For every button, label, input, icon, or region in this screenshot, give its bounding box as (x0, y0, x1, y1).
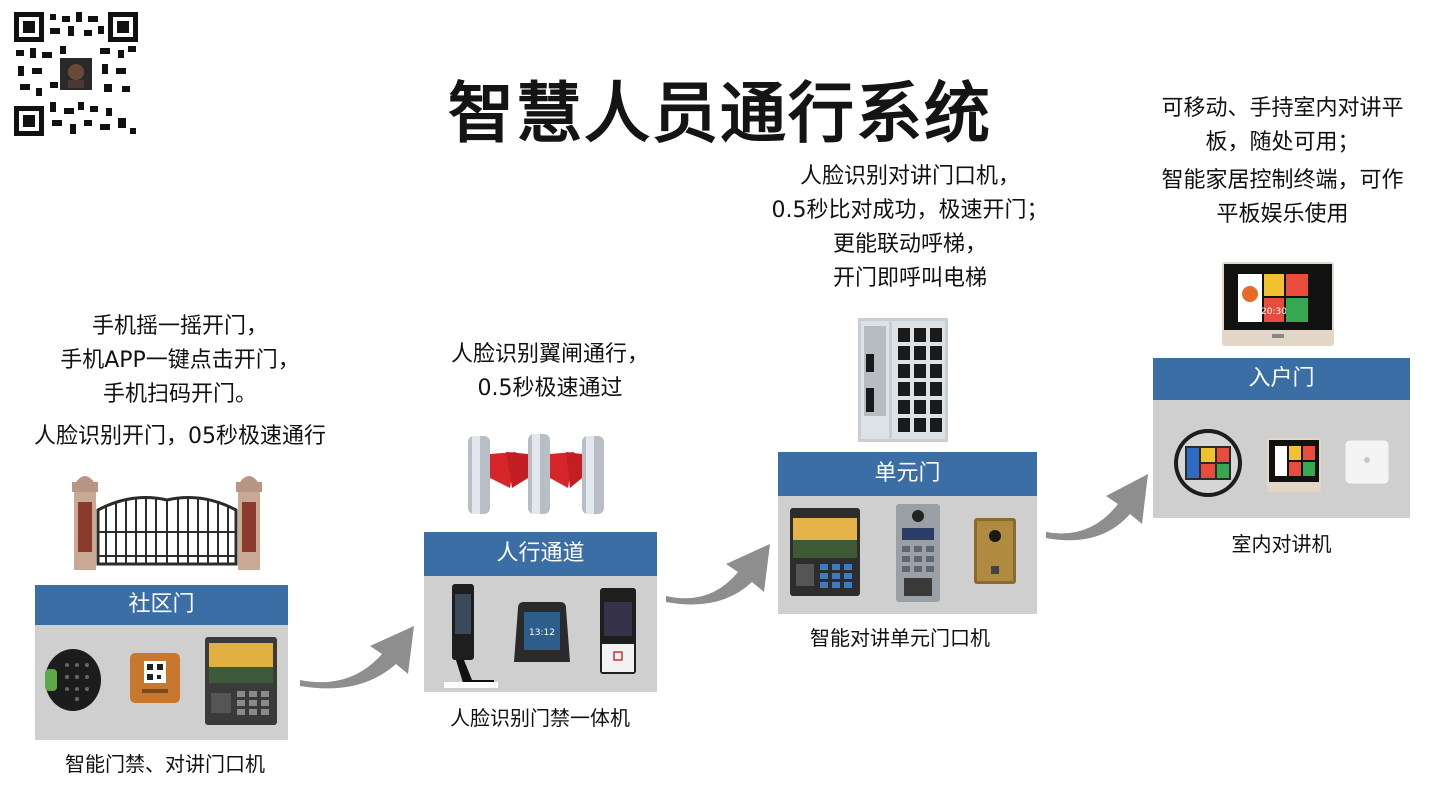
stage1-description: 手机摇一摇开门， 手机APP一键点击开门， 手机扫码开门。 人脸识别开门，05秒… (10, 310, 350, 454)
stage1-desc-line: 手机APP一键点击开门， (60, 348, 300, 373)
stage4-description: 可移动、手持室内对讲平 板，随处可用； 智能家居控制终端，可作 平板娱乐使用 (1130, 92, 1435, 232)
page-title: 智慧人员通行系统 (448, 75, 992, 152)
stage2-devices: 13:12 (424, 576, 657, 692)
stage2-desc-line: 0.5秒极速通过 (477, 376, 623, 401)
stage4-panel: 入户门 (1153, 358, 1410, 518)
stage1-desc-line: 人脸识别开门，05秒极速通行 (34, 424, 326, 449)
stage3-desc-line: 人脸识别对讲门口机， (799, 164, 1020, 189)
unit-keypad-intercom (896, 504, 940, 602)
stage1-caption: 智能门禁、对讲门口机 (65, 752, 265, 776)
stage1-devices (35, 625, 288, 740)
stage3-desc-line: 开门即呼叫电梯 (832, 266, 987, 291)
stage3-desc-line: 0.5秒比对成功，极速开门； (771, 198, 1049, 223)
fingerprint-lock-device (41, 647, 101, 713)
face-recognition-pillar (444, 584, 500, 688)
stage1-desc-line: 手机扫码开门。 (102, 382, 257, 407)
stage2-caption: 人脸识别门禁一体机 (450, 706, 630, 730)
face-access-panel (600, 588, 636, 674)
stage2-panel: 人行通道 13:12 (424, 532, 657, 692)
flow-arrow (664, 540, 776, 606)
flow-arrow (298, 620, 420, 690)
qr-reader-device (130, 653, 180, 703)
stage4-caption: 室内对讲机 (1231, 532, 1332, 556)
stage3-header: 单元门 (778, 452, 1037, 496)
unit-door-image (858, 318, 948, 442)
stage2-header: 人行通道 (424, 532, 657, 576)
qr-code (14, 12, 138, 136)
face-terminal-tablet: 13:12 (514, 600, 570, 666)
stage4-desc-line: 平板娱乐使用 (1216, 202, 1349, 227)
unit-small-intercom (974, 518, 1016, 584)
stage3-devices (778, 496, 1037, 614)
square-indoor-monitor (1267, 438, 1321, 492)
stage4-desc-line: 板，随处可用； (1205, 130, 1360, 155)
stage4-desc-line: 可移动、手持室内对讲平 (1161, 96, 1404, 121)
stage4-devices (1153, 400, 1410, 518)
flap-barrier-image (462, 432, 612, 516)
tablet-time: 20:30 (1261, 307, 1287, 317)
round-indoor-monitor (1173, 428, 1243, 498)
stage3-desc-line: 更能联动呼梯， (832, 232, 987, 257)
flow-arrow (1044, 470, 1152, 542)
community-gate-image (72, 470, 262, 572)
video-intercom-panel (205, 637, 277, 725)
stage4-desc-line: 智能家居控制终端，可作 (1161, 168, 1404, 193)
unit-video-intercom (790, 508, 860, 596)
indoor-tablet-image: 20:30 (1222, 262, 1334, 346)
stage1-desc-line: 手机摇一摇开门， (91, 314, 268, 339)
stage3-panel: 单元门 (778, 452, 1037, 614)
stage3-caption: 智能对讲单元门口机 (810, 626, 990, 650)
terminal-time: 13:12 (529, 628, 555, 638)
stage2-description: 人脸识别翼闸通行， 0.5秒极速通过 (400, 338, 700, 406)
stage4-header: 入户门 (1153, 358, 1410, 400)
stage1-panel: 社区门 (35, 585, 288, 740)
wall-panel-device (1345, 440, 1389, 484)
stage3-description: 人脸识别对讲门口机， 0.5秒比对成功，极速开门； 更能联动呼梯， 开门即呼叫电… (740, 160, 1080, 296)
stage2-desc-line: 人脸识别翼闸通行， (450, 342, 649, 367)
stage1-header: 社区门 (35, 585, 288, 625)
